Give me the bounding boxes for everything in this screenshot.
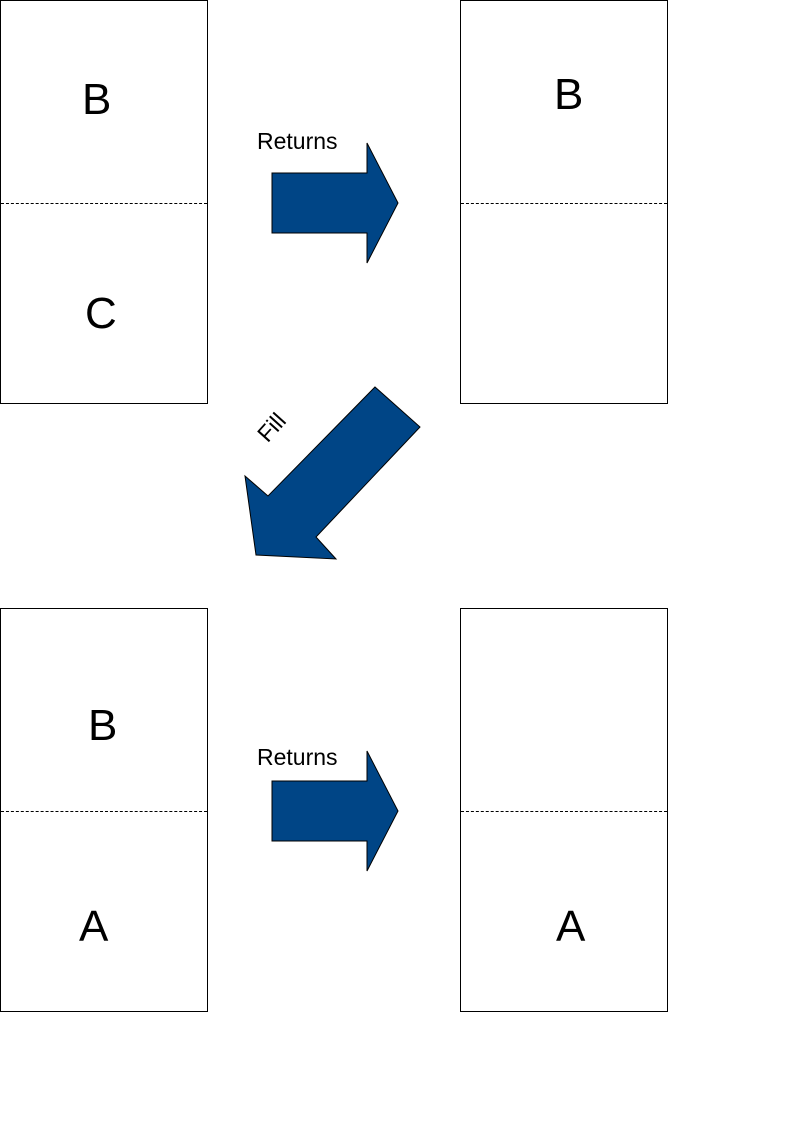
panel-divider <box>461 203 667 204</box>
right-arrow-top <box>271 142 399 264</box>
arrow-label-returns-bottom: Returns <box>257 744 338 770</box>
right-arrow-bottom <box>271 750 399 872</box>
panel-divider <box>1 811 207 812</box>
panel-top-letter: B <box>554 70 584 119</box>
panel-top-right: B <box>460 0 668 404</box>
arrow-label-returns-top: Returns <box>257 128 338 154</box>
panel-top-letter: B <box>88 701 118 750</box>
panel-divider <box>1 203 207 204</box>
panel-top-left: B C <box>0 0 208 404</box>
panel-top-letter: B <box>82 75 112 124</box>
panel-bottom-right: A <box>460 608 668 1012</box>
panel-divider <box>461 811 667 812</box>
panel-bottom-letter: A <box>556 902 586 951</box>
panel-bottom-left: B A <box>0 608 208 1012</box>
panel-bottom-letter: A <box>79 902 109 951</box>
diagonal-arrow-fill <box>244 386 421 560</box>
panel-bottom-letter: C <box>85 289 117 338</box>
